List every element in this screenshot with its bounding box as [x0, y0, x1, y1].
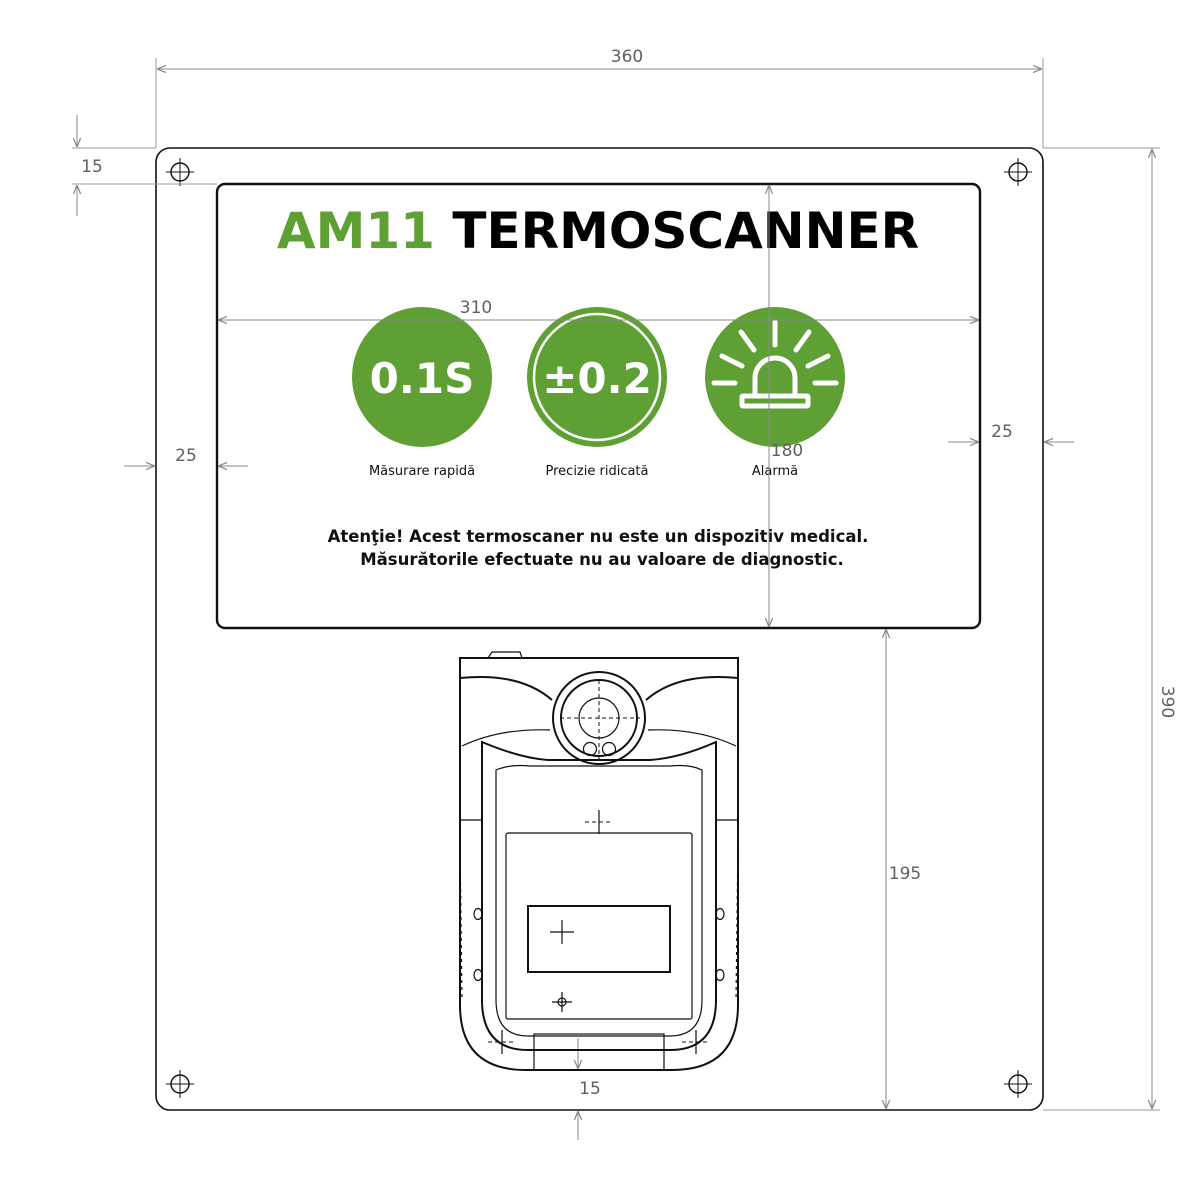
dimension-bottom-offset: 15	[578, 1038, 601, 1140]
caption-precision: Precizie ridicată	[546, 464, 649, 479]
mounting-hole-top-right	[1004, 158, 1032, 186]
svg-text:360: 360	[611, 47, 643, 67]
caption-alarm: Alarmă	[752, 464, 798, 479]
thermoscanner-device	[459, 651, 739, 1071]
badge-alarm	[705, 307, 845, 447]
dimension-device-height: 195	[886, 629, 921, 1109]
warning-line-2: Măsurătorile efectuate nu au valoare de …	[360, 550, 844, 569]
feature-alarm: Alarmă	[705, 307, 845, 479]
badge-precision	[527, 307, 667, 447]
svg-text:180: 180	[771, 441, 803, 461]
svg-text:390: 390	[1157, 686, 1177, 718]
svg-text:310: 310	[460, 298, 492, 318]
dimension-overall-width: 360	[155, 47, 1044, 148]
dimension-panel-width: 310	[218, 298, 979, 320]
product-name: TERMOSCANNER	[452, 202, 919, 260]
badge-fast	[352, 307, 492, 447]
warning-line-1: Atenţie! Acest termoscaner nu este un di…	[328, 527, 869, 546]
mounting-plate	[155, 147, 1044, 1111]
mounting-hole-bottom-left	[166, 1070, 194, 1098]
dimension-panel-height: 180	[769, 185, 803, 627]
svg-text:25: 25	[175, 446, 197, 466]
badge-precision-text: ±0.2	[542, 354, 652, 403]
feature-fast-measurement: 0.1S Măsurare rapidă	[352, 307, 492, 479]
svg-text:15: 15	[81, 157, 103, 177]
caption-fast: Măsurare rapidă	[369, 464, 475, 479]
mounting-hole-top-left	[166, 158, 194, 186]
product-title: AM11 TERMOSCANNER	[277, 202, 919, 260]
dimension-overall-height: 390	[1043, 147, 1177, 1111]
svg-text:25: 25	[991, 422, 1013, 442]
badge-fast-text: 0.1S	[370, 354, 475, 403]
svg-text:195: 195	[889, 864, 921, 884]
feature-high-precision: ±0.2 Precizie ridicată	[527, 307, 667, 479]
model-code: AM11	[277, 202, 435, 260]
dimension-left-margin: 25	[124, 446, 248, 466]
dimension-right-margin: 25	[948, 422, 1074, 442]
dimension-hole-offset: 15	[72, 115, 217, 216]
mounting-hole-bottom-right	[1004, 1070, 1032, 1098]
alarm-beacon-icon	[711, 319, 839, 409]
svg-text:15: 15	[579, 1079, 601, 1099]
